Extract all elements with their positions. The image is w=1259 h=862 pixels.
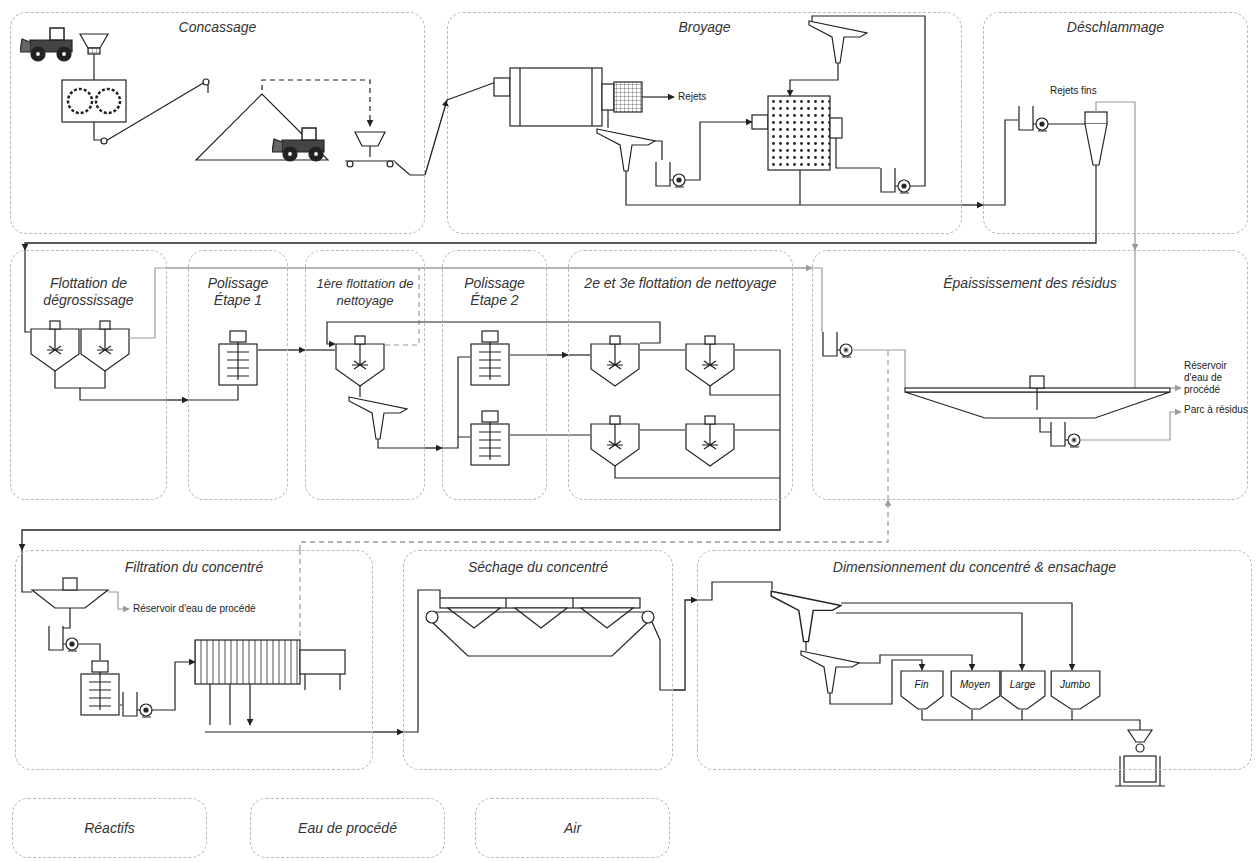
area-title: Polissage Étape 1 xyxy=(189,275,287,309)
bin-label: Large xyxy=(1000,670,1046,693)
area-title: Séchage du concentré xyxy=(404,559,672,576)
area-title: Broyage xyxy=(448,19,961,36)
bin-label: Fin xyxy=(900,670,944,693)
area-title: Eau de procédé xyxy=(292,820,403,837)
process-area: Broyage xyxy=(447,12,962,234)
stream-label: Rejets xyxy=(678,91,706,103)
drying-equipment xyxy=(403,590,673,732)
crushing-equipment xyxy=(20,28,425,175)
area-title: Dimensionnement du concentré & ensachage xyxy=(698,559,1251,576)
stream-label: Réservoir d'eau de procédé xyxy=(1184,360,1250,396)
process-area: Flottation de dégrossissage xyxy=(10,250,167,500)
area-title: Filtration du concentré xyxy=(16,559,372,576)
stream-label: Rejets fins xyxy=(1050,85,1097,97)
flow-connector xyxy=(425,447,442,448)
process-area: Concassage xyxy=(10,12,425,234)
process-area: Polissage Étape 2 xyxy=(442,250,547,500)
flow-connector xyxy=(25,234,1096,250)
flow-connector xyxy=(300,500,888,550)
area-title: Polissage Étape 2 xyxy=(443,275,546,309)
process-area: Séchage du concentré xyxy=(403,550,673,770)
filtration-equipment xyxy=(22,550,373,732)
process-area: Polissage Étape 1 xyxy=(188,250,288,500)
flow-connector xyxy=(167,267,812,268)
flow-connector xyxy=(425,100,447,175)
flow-connector xyxy=(1134,234,1135,250)
process-area: Dimensionnement du concentré & ensachage… xyxy=(697,550,1252,770)
storage-bin: Fin xyxy=(900,670,944,710)
area-title: Déschlammage xyxy=(984,19,1247,36)
area-title: Concassage xyxy=(11,19,424,36)
area-title: Air xyxy=(558,820,587,837)
flow-connector xyxy=(288,349,305,350)
process-area: Déschlammage xyxy=(983,12,1248,234)
desliming-equipment xyxy=(983,102,1135,234)
grinding-equipment xyxy=(447,16,962,205)
sizing-bagging-equipment xyxy=(697,582,1165,786)
process-area: Air xyxy=(475,798,670,858)
area-title: 1ère flottation de nettoyage xyxy=(306,275,424,309)
process-area: Filtration du concentré xyxy=(15,550,373,770)
stream-label: Parc à résidus xyxy=(1184,404,1250,416)
flow-connector xyxy=(547,354,568,355)
flow-connector xyxy=(167,399,188,400)
process-area: Eau de procédé xyxy=(250,798,445,858)
storage-bin: Moyen xyxy=(950,670,1001,710)
stream-label: Réservoir d'eau de procédé xyxy=(133,603,256,615)
storage-bin: Large xyxy=(1000,670,1046,710)
area-title: 2e et 3e flottation de nettoyage xyxy=(569,275,792,292)
process-area: Épaississement des résidus xyxy=(812,250,1248,500)
bin-label: Jumbo xyxy=(1050,670,1101,693)
flow-connector xyxy=(962,204,983,205)
flow-connector xyxy=(673,600,697,690)
process-area: 2e et 3e flottation de nettoyage xyxy=(568,250,793,500)
storage-bin: Jumbo xyxy=(1050,670,1101,710)
flow-connector xyxy=(373,731,403,732)
area-title: Flottation de dégrossissage xyxy=(11,275,166,309)
bin-label: Moyen xyxy=(950,670,1001,693)
process-area: Réactifs xyxy=(12,798,207,858)
process-area: 1ère flottation de nettoyage xyxy=(305,250,425,500)
area-title: Réactifs xyxy=(78,820,141,837)
area-title: Épaississement des résidus xyxy=(813,275,1247,292)
